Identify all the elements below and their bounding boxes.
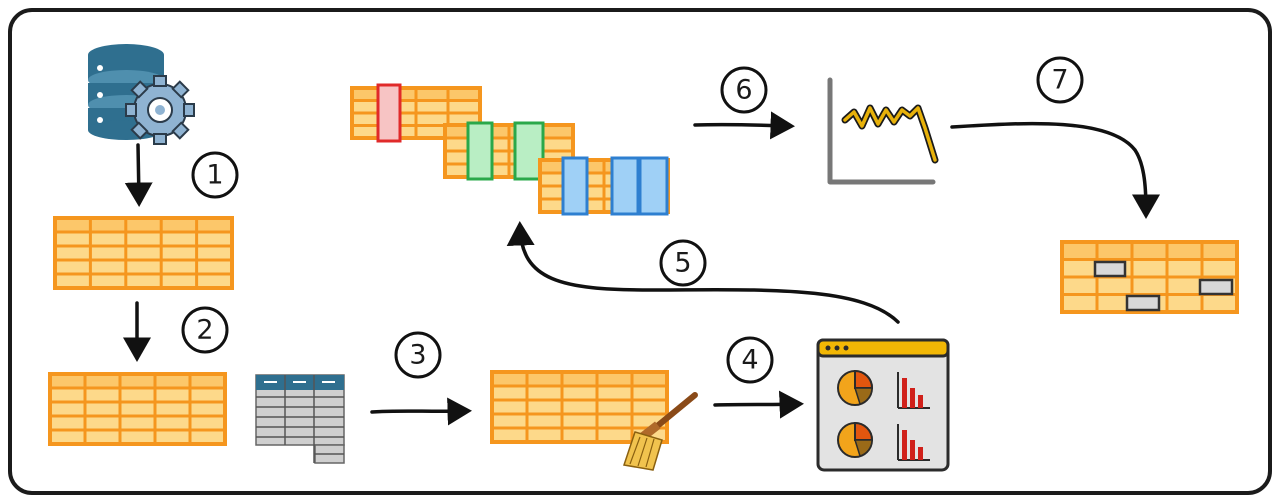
- data-table-clean: [490, 370, 669, 444]
- step-5-label: 5: [674, 248, 691, 279]
- step-1-badge: 1: [191, 151, 239, 199]
- highlighted-column-green: [466, 121, 494, 181]
- step-6-label: 6: [735, 75, 752, 106]
- flagged-cell: [1198, 278, 1234, 296]
- step-7-badge: 7: [1036, 56, 1084, 104]
- arrow-step-4: [713, 390, 804, 419]
- outer-frame: [8, 8, 1272, 495]
- step-6-badge: 6: [720, 66, 768, 114]
- flagged-cell: [1125, 294, 1161, 312]
- arrow-step-7: [950, 121, 1160, 219]
- feature-table-red: [350, 83, 482, 143]
- step-3-label: 3: [409, 340, 426, 371]
- highlighted-column-blue: [561, 156, 589, 216]
- feature-table-green: [443, 121, 575, 181]
- output-table: [1060, 240, 1239, 314]
- step-7-label: 7: [1051, 65, 1068, 96]
- data-table-schema: [48, 372, 227, 446]
- arrow-db-to-table: [124, 143, 153, 207]
- step-2-label: 2: [196, 315, 213, 346]
- schema-grid-icon: [255, 374, 345, 464]
- database-gear-icon: [88, 44, 195, 145]
- highlighted-column-blue: [638, 156, 669, 216]
- bar-chart-icon: [897, 372, 930, 409]
- highlighted-column-red: [376, 83, 402, 143]
- highlighted-column-blue: [610, 156, 640, 216]
- pie-chart-icon: [837, 421, 874, 458]
- step-4-label: 4: [741, 345, 758, 376]
- pie-chart-icon: [837, 369, 874, 406]
- arrow-step-5: [506, 221, 900, 324]
- line-chart-icon: [827, 77, 939, 185]
- data-table-raw: [53, 216, 234, 290]
- step-5-badge: 5: [659, 239, 707, 287]
- step-3-badge: 3: [394, 331, 442, 379]
- step-1-label: 1: [206, 160, 223, 191]
- feature-table-blue: [538, 156, 670, 216]
- dashboard-icon: [816, 338, 950, 472]
- broom-icon: [623, 392, 698, 471]
- bar-chart-icon: [897, 424, 930, 461]
- step-4-badge: 4: [726, 336, 774, 384]
- tables-layer: [48, 83, 1239, 446]
- gear-icon: [125, 75, 195, 145]
- arrow-step-6: [693, 111, 795, 140]
- arrow-step-3: [370, 397, 472, 426]
- flagged-cell: [1093, 260, 1127, 278]
- step-2-badge: 2: [181, 306, 229, 354]
